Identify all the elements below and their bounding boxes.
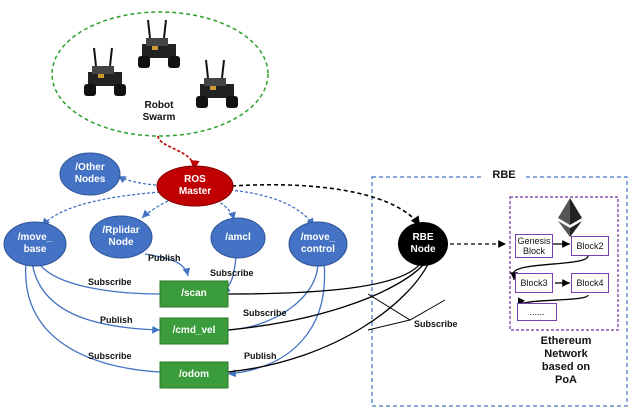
master-rplidar-link — [141, 200, 169, 219]
robot-icon — [196, 59, 238, 108]
movecontrol-publish-odom — [227, 261, 326, 378]
master-amcl-link — [215, 199, 236, 221]
move-base-node — [3, 221, 67, 267]
amcl-node — [210, 217, 266, 259]
rplidar-publish-scan — [144, 253, 191, 277]
odom-rbe-link — [227, 263, 429, 373]
movebase-subscribe-odom — [25, 261, 161, 373]
genesis-block: Genesis Block — [515, 234, 553, 258]
robot-icon — [84, 47, 126, 96]
other-nodes-node — [59, 152, 121, 196]
movebase-publish-cmdvel — [31, 261, 161, 334]
master-movebase-link — [41, 191, 161, 227]
block2: Block2 — [571, 236, 609, 256]
master-rbe-link — [231, 183, 421, 227]
master-othernodes-link — [117, 175, 157, 186]
movecontrol-subscribe-cmdvel — [227, 261, 319, 331]
odom-topic-box — [159, 361, 229, 389]
ros-master-node — [156, 165, 234, 207]
block3: Block3 — [515, 273, 553, 293]
robot-swarm-region — [51, 11, 269, 137]
cmdvel-rbe-link — [227, 263, 425, 331]
master-movecontrol-link — [229, 189, 315, 227]
more-blocks: ...... — [517, 303, 557, 321]
rplidar-node — [89, 215, 153, 259]
scan-topic-box — [159, 280, 229, 308]
genesis-line1: Genesis — [517, 236, 551, 246]
robot-icon — [138, 19, 180, 68]
scan-rbe-link — [227, 263, 421, 295]
cmdvel-topic-box — [159, 317, 229, 345]
chain-link-2 — [510, 255, 589, 280]
ethereum-icon — [558, 198, 582, 237]
genesis-line2: Block — [522, 246, 545, 256]
swarm-master-link — [157, 135, 200, 171]
rbe-node — [398, 222, 448, 266]
block4: Block4 — [571, 273, 609, 293]
movebase-subscribe-scan — [37, 261, 161, 295]
rbe-subscribe-bracket — [367, 293, 446, 331]
blockchain-region — [509, 196, 619, 331]
move-control-node — [288, 221, 348, 267]
